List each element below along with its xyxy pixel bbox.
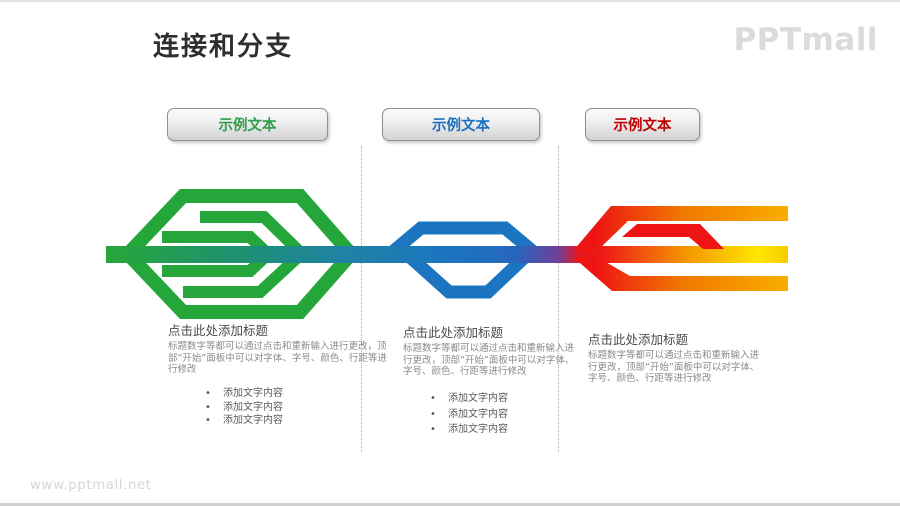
list-item: • 添加文字内容 (430, 391, 508, 407)
list-item: • 添加文字内容 (205, 401, 283, 415)
bullet-text: 添加文字内容 (448, 393, 508, 404)
list-item: • 添加文字内容 (430, 422, 508, 438)
bullet-text: 添加文字内容 (223, 415, 283, 426)
dotted-divider-right (558, 146, 559, 452)
placeholder-heading-2: 点击此处添加标题 (403, 325, 504, 340)
top-border-line (0, 0, 900, 2)
placeholder-heading-3: 点击此处添加标题 (588, 332, 689, 347)
bullet-icon: • (430, 408, 436, 420)
list-item: • 添加文字内容 (205, 414, 283, 428)
text-block-3: 点击此处添加标题 标题数字等都可以通过点击和重新输入进行更改，顶部“开始”面板中… (588, 329, 768, 385)
bullet-text: 添加文字内容 (448, 408, 508, 420)
watermark-url: www.pptmall.net (30, 477, 152, 493)
bullet-text: 添加文字内容 (448, 424, 508, 435)
bullet-text: 添加文字内容 (223, 388, 283, 399)
list-item: • 添加文字内容 (430, 407, 508, 423)
blue-hexagon (385, 221, 541, 299)
page-title: 连接和分支 (153, 32, 294, 62)
sample-text-box-blue: 示例文本 (382, 108, 540, 141)
list-item: • 添加文字内容 (205, 387, 283, 401)
sample-text-box-green: 示例文本 (167, 108, 328, 141)
dotted-divider-left (361, 146, 362, 452)
bullet-icon: • (205, 401, 211, 413)
sample-text-label-red: 示例文本 (613, 118, 672, 134)
bullet-list-2: • 添加文字内容 • 添加文字内容 • 添加文字内容 (430, 391, 508, 438)
red-branch-arrow (573, 206, 788, 291)
text-block-2: 点击此处添加标题 标题数字等都可以通过点击和重新输入进行更改，顶部“开始”面板中… (403, 322, 577, 378)
bullet-icon: • (205, 388, 211, 399)
placeholder-body-3: 标题数字等都可以通过点击和重新输入进行更改，顶部“开始”面板中可以对字体、字号、… (588, 350, 760, 384)
bullet-icon: • (430, 424, 436, 435)
bottom-border-line (0, 503, 900, 506)
bullet-icon: • (430, 393, 436, 404)
bullet-list-1: • 添加文字内容 • 添加文字内容 • 添加文字内容 (205, 387, 283, 428)
pptmall-logo: PPTmall (733, 22, 878, 58)
text-block-1: 点击此处添加标题 标题数字等都可以通过点击和重新输入进行更改，顶部“开始”面板中… (168, 320, 390, 376)
placeholder-body-1: 标题数字等都可以通过点击和重新输入进行更改，顶部“开始”面板中可以对字体、字号、… (168, 341, 387, 375)
sample-text-label-blue: 示例文本 (432, 118, 490, 134)
bullet-text: 添加文字内容 (223, 401, 283, 413)
placeholder-body-2: 标题数字等都可以通过点击和重新输入进行更改，顶部“开始”面板中可以对字体、字号、… (403, 343, 575, 377)
sample-text-label-green: 示例文本 (218, 118, 277, 134)
bullet-icon: • (205, 415, 211, 426)
gradient-connector-band (106, 246, 788, 263)
sample-text-box-red: 示例文本 (585, 108, 700, 141)
placeholder-heading-1: 点击此处添加标题 (168, 323, 269, 338)
